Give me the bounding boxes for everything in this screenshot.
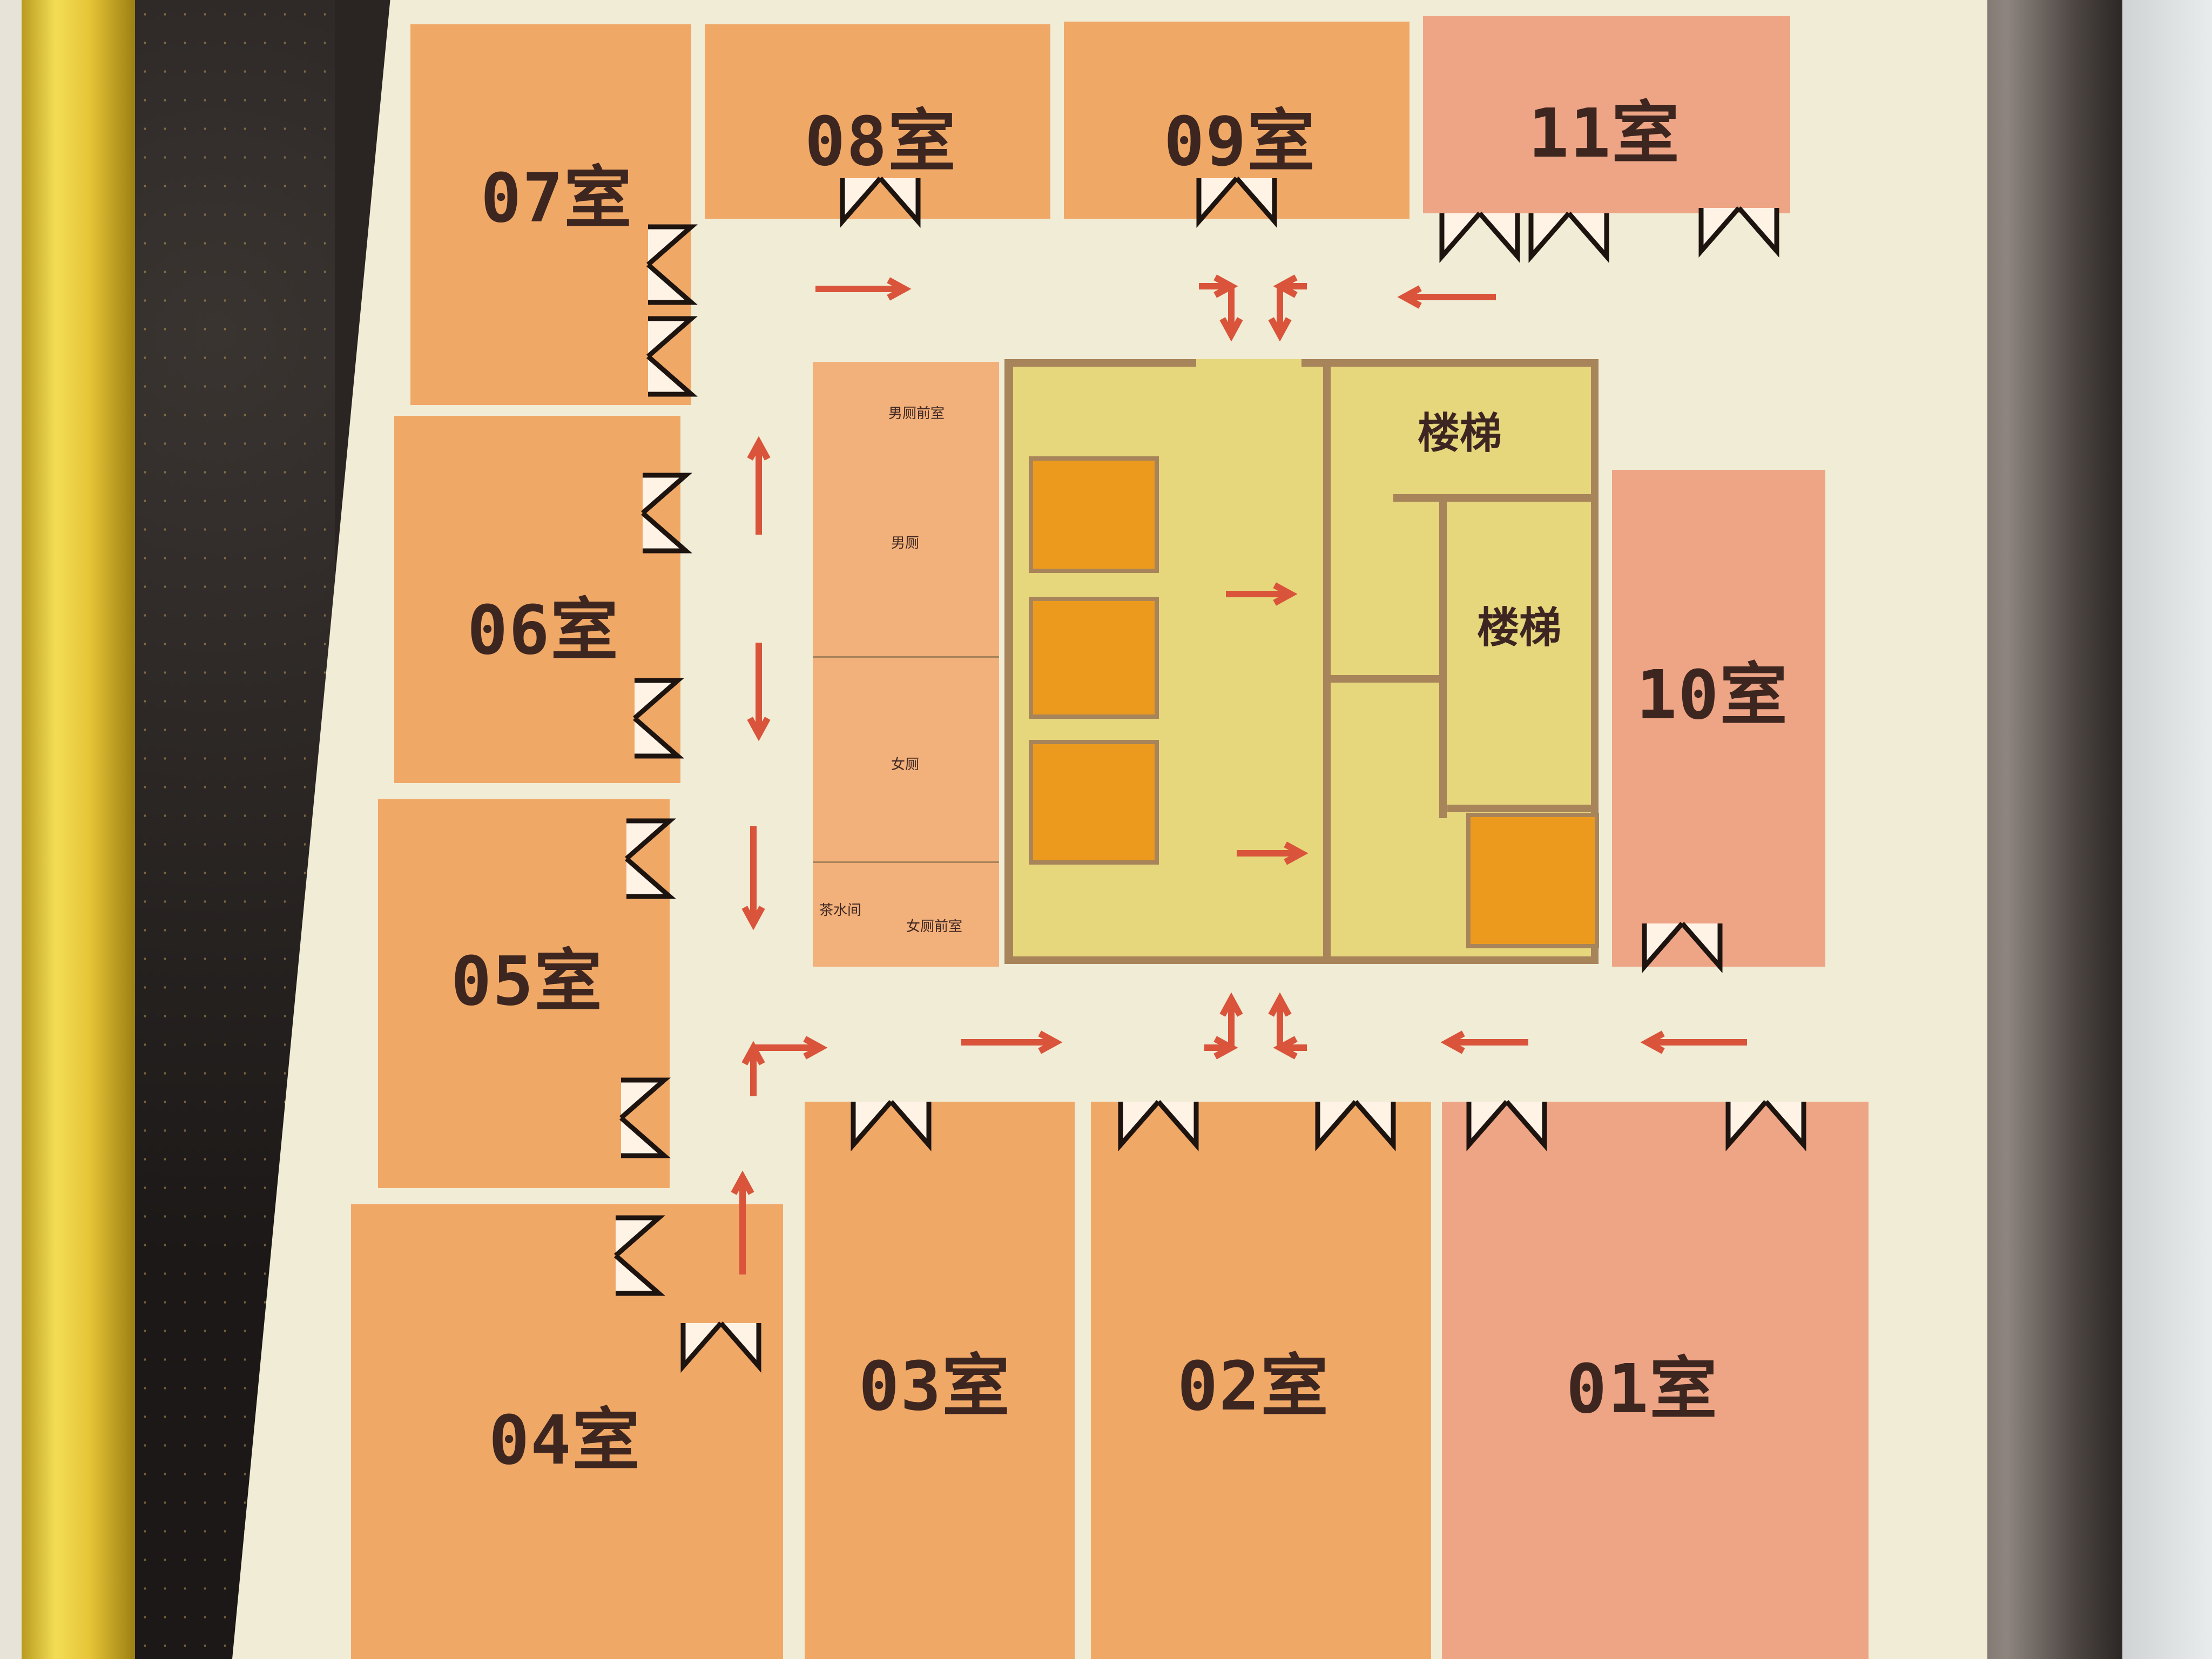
restroom-divider (813, 656, 999, 658)
double-door-icon (646, 224, 698, 305)
mens-anteroom-label: 男厕前室 (888, 406, 945, 422)
evacuation-arrow-icon (1038, 1030, 1063, 1054)
core-wall-top (1301, 359, 1599, 367)
gold-pillar (22, 0, 135, 1659)
double-door-icon (1315, 1100, 1396, 1151)
wall-left (0, 0, 22, 1659)
room-04-label: 04室 (489, 1401, 641, 1480)
room-09-label: 09室 (1164, 103, 1316, 181)
stairs-label-1: 楼梯 (1418, 409, 1502, 458)
stair-wall (1439, 494, 1447, 818)
double-door-icon (1466, 1100, 1547, 1151)
restroom-divider (813, 861, 999, 863)
double-door-icon (614, 1215, 665, 1296)
stair-wall (1328, 675, 1445, 683)
double-door-icon (1642, 922, 1723, 973)
womens-anteroom-label: 女厕前室 (906, 919, 963, 935)
room-07 (410, 24, 691, 405)
double-door-icon (1196, 177, 1277, 228)
double-door-icon (619, 1077, 671, 1158)
room-03 (805, 1102, 1075, 1659)
room-01-label: 01室 (1566, 1350, 1718, 1428)
evacuation-arrow-icon (1219, 317, 1243, 342)
room-02-label: 02室 (1177, 1347, 1330, 1426)
wall-right (2122, 0, 2212, 1659)
evacuation-arrow-icon (1284, 841, 1309, 865)
double-door-icon (851, 1100, 932, 1151)
elevator-3 (1029, 740, 1159, 865)
room-08 (705, 24, 1050, 219)
evacuation-arrow-icon (747, 717, 771, 741)
double-door-icon (646, 316, 698, 397)
evacuation-arrow-icon (803, 1036, 828, 1060)
room-11-label: 11室 (1528, 95, 1681, 173)
core-wall-left (1004, 359, 1013, 964)
double-door-icon (625, 818, 676, 899)
double-door-icon (633, 678, 684, 759)
evacuation-arrow-icon (1273, 582, 1298, 606)
stair-wall (1447, 805, 1593, 812)
womens-toilet-label: 女厕 (891, 757, 920, 773)
room-07-label: 07室 (481, 159, 633, 238)
double-door-icon (840, 177, 921, 228)
evacuation-arrow-icon (1268, 317, 1292, 342)
tea-room-label: 茶水间 (819, 902, 862, 919)
room-08-label: 08室 (805, 103, 957, 181)
evacuation-arrow-icon (1440, 1030, 1465, 1054)
room-06 (394, 416, 680, 783)
double-door-icon (1725, 1100, 1806, 1151)
room-11 (1423, 16, 1790, 213)
core-wall-bottom (1004, 956, 1599, 964)
evacuation-arrow-icon (1640, 1030, 1665, 1054)
room-10-label: 10室 (1636, 656, 1789, 734)
mens-toilet-label: 男厕 (891, 535, 920, 551)
elevator-4 (1466, 813, 1599, 948)
evacuation-arrow-icon (1268, 992, 1292, 1017)
evacuation-arrow-icon (887, 277, 912, 301)
elevator-1 (1029, 456, 1159, 573)
stairs-label-2: 楼梯 (1477, 604, 1562, 652)
double-door-icon (680, 1321, 761, 1373)
stair-wall (1323, 359, 1331, 964)
room-10 (1612, 470, 1825, 967)
double-door-icon (1439, 212, 1520, 263)
room-01 (1442, 1102, 1869, 1659)
double-door-icon (641, 473, 692, 554)
room-04 (351, 1204, 783, 1659)
evacuation-arrow-icon (1219, 992, 1243, 1017)
evacuation-arrow-icon (731, 1170, 754, 1195)
evacuation-arrow-icon (1397, 285, 1422, 309)
evacuation-arrow-icon (741, 906, 765, 930)
double-door-icon (1528, 212, 1609, 263)
evacuation-arrow-icon (747, 436, 771, 461)
core-wall-top (1004, 359, 1196, 367)
room-09 (1064, 22, 1410, 219)
room-05-label: 05室 (451, 942, 603, 1021)
room-06-label: 06室 (467, 591, 619, 670)
room-02 (1091, 1102, 1431, 1659)
room-03-label: 03室 (859, 1347, 1011, 1426)
restroom-block (813, 362, 999, 967)
double-door-icon (1698, 206, 1779, 258)
elevator-2 (1029, 597, 1159, 719)
double-door-icon (1118, 1100, 1199, 1151)
